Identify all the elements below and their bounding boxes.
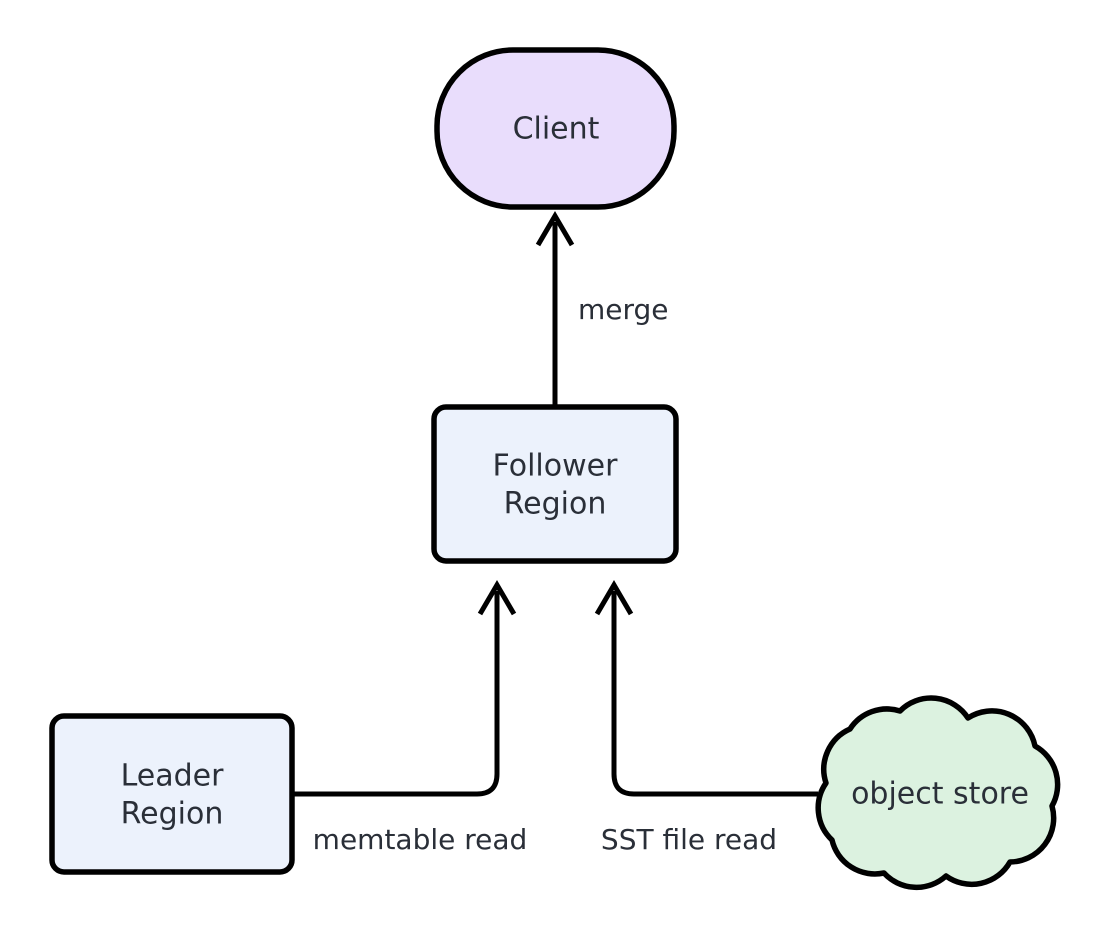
- edge-follower-to-client: merge: [535, 211, 669, 407]
- arrowhead-memtable-read: [477, 580, 517, 616]
- edge-label-memtable-read: memtable read: [313, 823, 528, 856]
- client-shape[interactable]: [434, 47, 677, 210]
- edge-path-memtable-read: [292, 591, 500, 797]
- object-store-shape[interactable]: [815, 695, 1061, 891]
- follower-region-shape[interactable]: [431, 404, 679, 564]
- follower-region-label-line1: Follower: [493, 449, 619, 484]
- leader-region-label-line2: Region: [121, 797, 224, 832]
- node-object-store[interactable]: object store: [815, 695, 1061, 891]
- edge-objectstore-to-follower: SST file read: [594, 580, 818, 856]
- edge-label-merge: merge: [578, 293, 669, 326]
- arrowhead-sst-file-read: [594, 580, 634, 616]
- node-leader-region[interactable]: Leader Region: [49, 713, 295, 875]
- object-store-label: object store: [851, 777, 1029, 812]
- edge-label-sst-file-read: SST file read: [601, 823, 777, 856]
- leader-region-label-line1: Leader: [121, 759, 225, 794]
- edge-leader-to-follower: memtable read: [292, 580, 528, 856]
- leader-region-shape[interactable]: [49, 713, 295, 875]
- follower-region-label-line2: Region: [504, 487, 607, 522]
- client-label: Client: [513, 112, 600, 147]
- edge-path-sst-file-read: [611, 591, 818, 797]
- node-client[interactable]: Client: [434, 47, 677, 210]
- arrowhead-merge: [535, 211, 575, 247]
- node-follower-region[interactable]: Follower Region: [431, 404, 679, 564]
